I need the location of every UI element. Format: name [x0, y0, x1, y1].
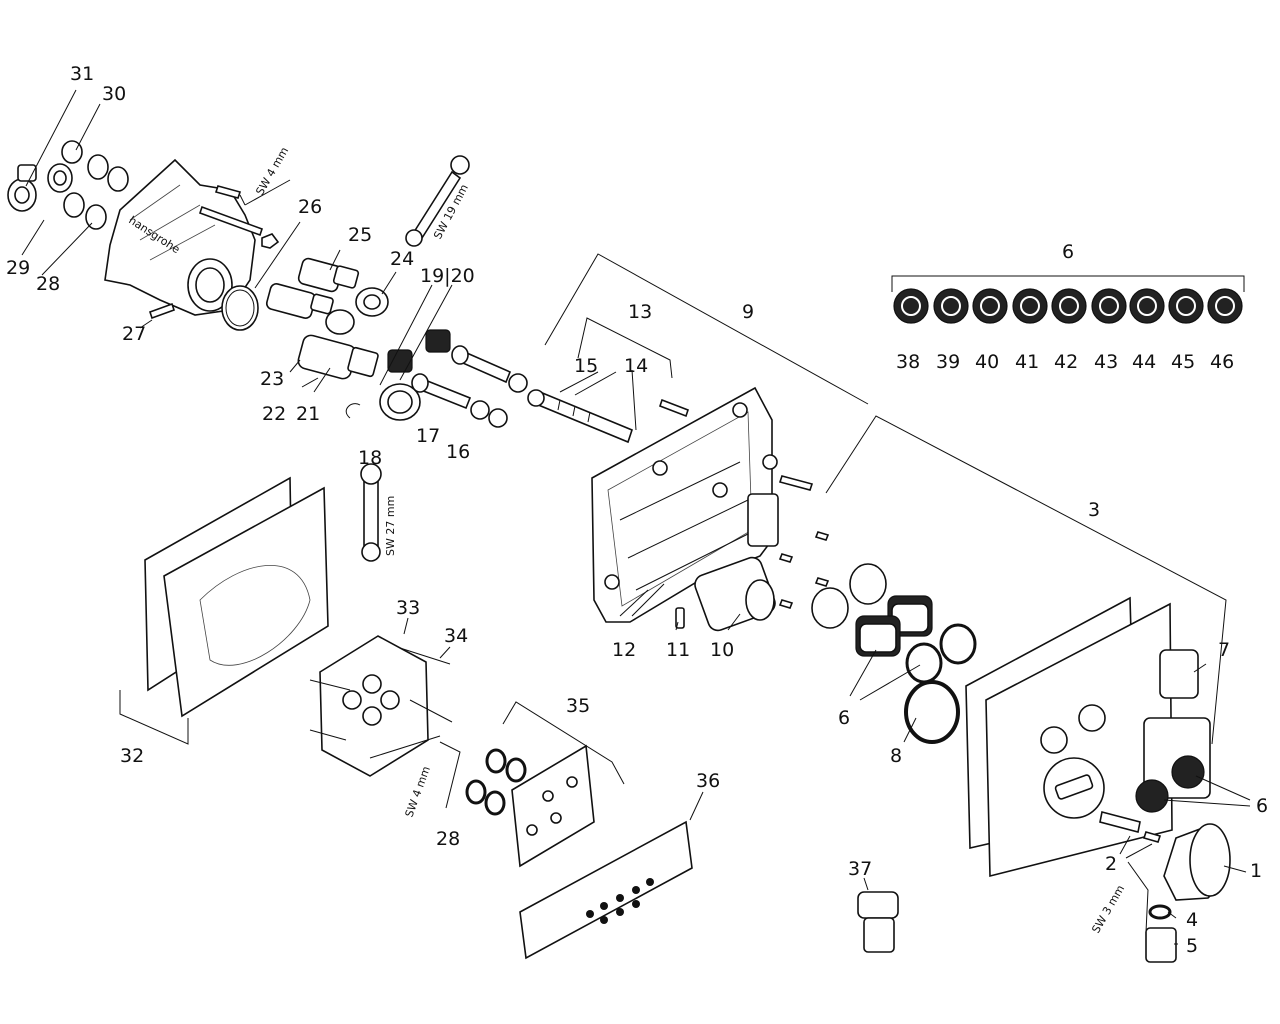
- callout-6-left: 6: [838, 707, 850, 729]
- callout-8: 8: [890, 745, 902, 767]
- mounting-frame: [591, 386, 830, 632]
- callout-19-20: 19|20: [420, 265, 475, 287]
- hex-key-3mm-icon: SW 3 mm: [1089, 861, 1149, 936]
- callout-32: 32: [120, 745, 144, 767]
- callout-44: 44: [1132, 351, 1156, 373]
- callout-numbers: 1 2 3 4 5 6 6 6 7 8 9 10 11 12 13 14 15 …: [6, 63, 1268, 957]
- callout-27: 27: [122, 323, 146, 345]
- callout-33: 33: [396, 597, 420, 619]
- callout-7: 7: [1218, 639, 1230, 661]
- tool-label-sw27: SW 27 mm: [384, 496, 397, 556]
- callout-2: 2: [1105, 853, 1117, 875]
- cover-plate-35: [502, 701, 625, 868]
- callout-6-top: 6: [1062, 241, 1074, 263]
- callout-12: 12: [612, 639, 636, 661]
- callout-5: 5: [1186, 935, 1198, 957]
- callout-31: 31: [70, 63, 94, 85]
- leader-lines: [21, 89, 1251, 945]
- callout-23: 23: [260, 368, 284, 390]
- hex-key-4mm-top-icon: SW 4 mm: [239, 145, 291, 206]
- mounting-plate-33: [309, 635, 453, 777]
- callout-46: 46: [1210, 351, 1234, 373]
- callout-29: 29: [6, 257, 30, 279]
- hex-key-4mm-bottom-icon: SW 4 mm: [403, 741, 461, 820]
- wrench-19mm-icon: SW 19 mm: [405, 155, 471, 247]
- adapter-37: [857, 891, 899, 953]
- callout-37: 37: [848, 858, 872, 880]
- callout-11: 11: [666, 639, 690, 661]
- tool-label-sw4-bottom: SW 4 mm: [403, 765, 433, 820]
- callout-28-top: 28: [36, 273, 60, 295]
- callout-39: 39: [936, 351, 960, 373]
- rail-36: [519, 820, 693, 960]
- installation-box-32: [119, 476, 329, 745]
- callout-6-right: 6: [1256, 795, 1268, 817]
- tool-label-sw3: SW 3 mm: [1089, 883, 1127, 936]
- adapter-group: [811, 563, 977, 744]
- cartridge-group: [265, 257, 690, 444]
- callout-43: 43: [1094, 351, 1118, 373]
- callout-30: 30: [102, 83, 126, 105]
- knob-set-row: [891, 275, 1245, 324]
- callout-15: 15: [574, 355, 598, 377]
- callout-14: 14: [624, 355, 648, 377]
- callout-36: 36: [696, 770, 720, 792]
- callout-38: 38: [896, 351, 920, 373]
- callout-34: 34: [444, 625, 468, 647]
- callout-28-bottom: 28: [436, 828, 460, 850]
- o-rings-28-bottom: [465, 748, 527, 816]
- callout-1: 1: [1250, 860, 1262, 882]
- callout-4: 4: [1186, 909, 1198, 931]
- callout-35: 35: [566, 695, 590, 717]
- callout-40: 40: [975, 351, 999, 373]
- callout-10: 10: [710, 639, 734, 661]
- callout-18: 18: [358, 447, 382, 469]
- callout-25: 25: [348, 224, 372, 246]
- trim-plate-group: [965, 596, 1231, 963]
- callout-42: 42: [1054, 351, 1078, 373]
- callout-21: 21: [296, 403, 320, 425]
- callout-41: 41: [1015, 351, 1039, 373]
- callout-26: 26: [298, 196, 322, 218]
- callout-9: 9: [742, 301, 754, 323]
- callout-22: 22: [262, 403, 286, 425]
- valve-body-group: hansgrohe: [7, 140, 280, 331]
- callout-3: 3: [1088, 499, 1100, 521]
- callout-45: 45: [1171, 351, 1195, 373]
- callout-13: 13: [628, 301, 652, 323]
- callout-17: 17: [416, 425, 440, 447]
- callout-16: 16: [446, 441, 470, 463]
- wrench-27mm-icon: SW 27 mm: [360, 463, 397, 562]
- callout-24: 24: [390, 248, 414, 270]
